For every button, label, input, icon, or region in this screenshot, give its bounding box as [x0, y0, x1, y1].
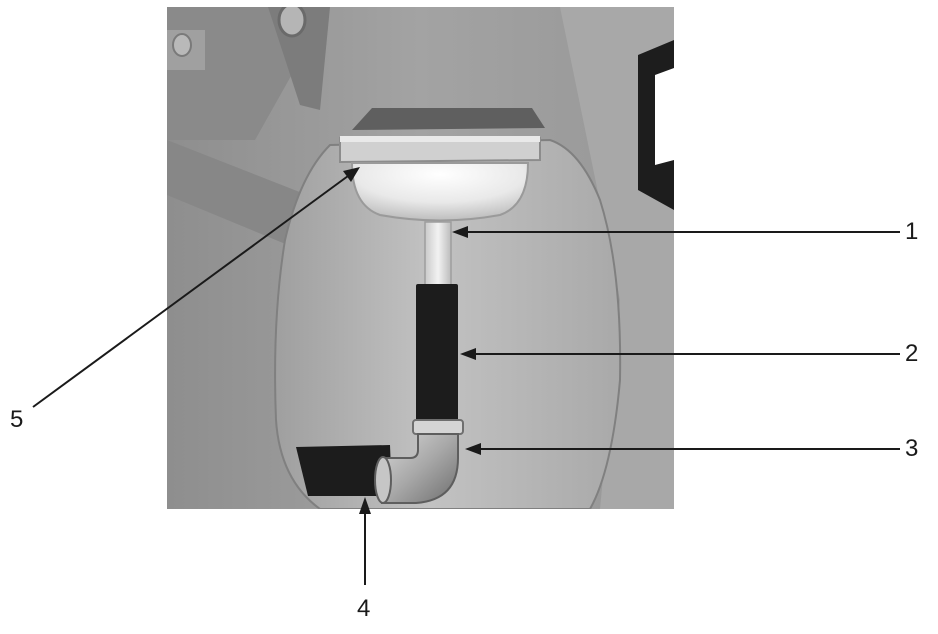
elbow-body — [381, 433, 459, 504]
leader-lines — [32, 167, 900, 585]
diagonal-frame — [167, 140, 320, 250]
machine-illustration — [167, 7, 674, 509]
leader-line-5 — [32, 175, 349, 408]
label-face — [655, 68, 674, 165]
left-hole — [172, 33, 192, 57]
flange-highlight — [340, 136, 540, 142]
top-plate — [352, 108, 545, 130]
arrowhead-3 — [465, 443, 481, 455]
elbow-outlet — [374, 456, 392, 504]
callout-4: 4 — [357, 595, 371, 622]
arrowhead-2 — [460, 348, 476, 360]
drain-stem — [424, 221, 452, 289]
callout-1: 1 — [905, 218, 919, 245]
callout-2: 2 — [905, 340, 919, 367]
drain-port-block — [296, 445, 392, 496]
arrowhead-4 — [359, 497, 371, 514]
bracket-hole — [277, 7, 307, 38]
callout-3: 3 — [905, 435, 919, 462]
dome — [350, 162, 530, 222]
arrowhead-1 — [452, 226, 468, 238]
arrowhead-5 — [343, 167, 360, 182]
callout-5: 5 — [10, 406, 24, 433]
drain-hose — [416, 284, 458, 426]
elbow-collar — [412, 419, 464, 435]
